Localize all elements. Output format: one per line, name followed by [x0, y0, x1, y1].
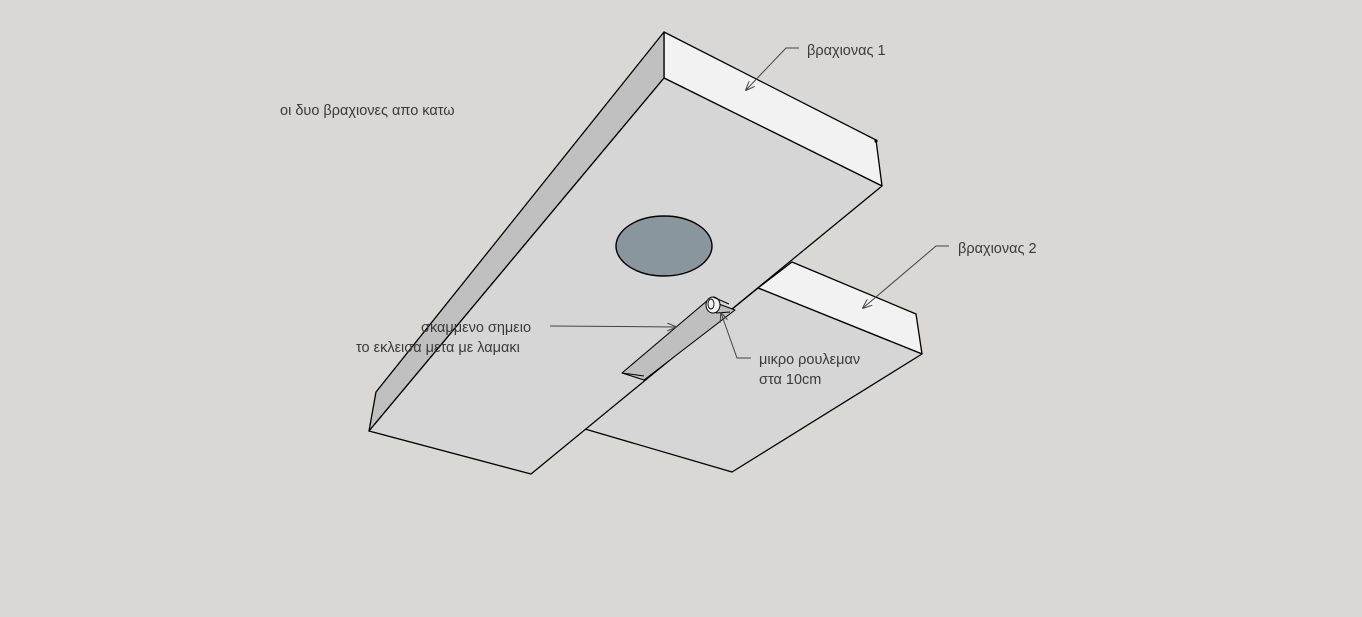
bearing-label-line1: μικρο ρουλεμαν: [759, 352, 861, 368]
dug-spot-label-line2: το εκλεισα μετα με λαμακι: [356, 340, 520, 356]
arm-1-bottom-face: [368, 77, 883, 475]
leader-bearing: [721, 313, 751, 359]
dug-slot-edge: [621, 372, 645, 377]
bottom-view-label: οι δυο βραχιονες απο κατω: [280, 103, 455, 119]
arm-1-hole: [615, 215, 713, 277]
arm-1-block: [368, 31, 883, 475]
dug-slot-wall: [621, 299, 736, 381]
arm-1-label: βραχιονας 1: [807, 43, 886, 59]
dug-spot-label-line1: σκαμμενο σημειο: [421, 320, 532, 336]
corner-point: [874, 139, 878, 143]
bearing-label-line2: στα 10cm: [759, 372, 822, 388]
arm-2-label: βραχιονας 2: [958, 241, 1037, 257]
leader-arm-2: [863, 245, 949, 308]
leader-arm-1: [746, 47, 799, 90]
leader-dug-slot: [549, 326, 676, 327]
